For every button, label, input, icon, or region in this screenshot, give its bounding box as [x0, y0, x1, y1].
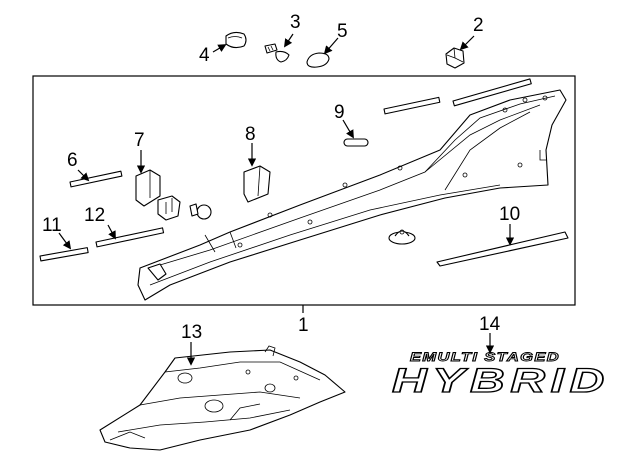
strip-top-2 — [452, 78, 532, 107]
clip-b — [189, 203, 212, 220]
callout-8: 8 — [245, 124, 256, 145]
callout-9: 9 — [334, 102, 345, 123]
part-4-cap — [225, 31, 247, 49]
part-14-hybrid-badge: EMULTI STAGED HYBRID — [391, 350, 610, 401]
part-11-strip — [39, 247, 89, 262]
callout-7: 7 — [134, 130, 145, 151]
callout-11: 11 — [42, 215, 62, 236]
badge-small-text: EMULTI STAGED — [410, 350, 560, 364]
arrow-6 — [77, 169, 90, 182]
callout-6: 6 — [67, 150, 78, 171]
callout-13: 13 — [181, 322, 202, 343]
part-9-plug — [343, 138, 369, 147]
part-7-pad — [135, 169, 161, 207]
callout-12: 12 — [84, 205, 105, 226]
badge-large-text: HYBRID — [392, 362, 610, 400]
part-5-plug — [306, 52, 330, 68]
part-12-strip — [95, 227, 165, 248]
callout-5: 5 — [337, 21, 348, 42]
callout-10: 10 — [499, 204, 520, 225]
grommet — [388, 229, 416, 245]
part-10-strip — [436, 231, 569, 267]
part-8-pad — [243, 165, 271, 203]
clip-a — [157, 195, 181, 221]
part-3-screw — [264, 43, 290, 63]
arrow-5 — [323, 37, 339, 55]
part-13-under-cover — [99, 345, 346, 451]
arrow-2 — [459, 35, 475, 51]
arrow-11 — [58, 232, 72, 250]
arrow-9 — [342, 119, 354, 139]
arrow-12 — [107, 224, 116, 240]
arrow-3 — [284, 33, 294, 48]
callout-3: 3 — [290, 12, 301, 33]
callout-1: 1 — [298, 315, 309, 336]
arrow-4 — [212, 44, 227, 53]
callout-4: 4 — [199, 45, 210, 66]
strip-top-1 — [383, 96, 441, 115]
rocker-panel-moulding — [137, 89, 567, 301]
callout-14: 14 — [479, 314, 501, 335]
part-6-strip — [69, 170, 123, 188]
callout-2: 2 — [473, 15, 484, 36]
part-2-clip — [445, 47, 465, 69]
